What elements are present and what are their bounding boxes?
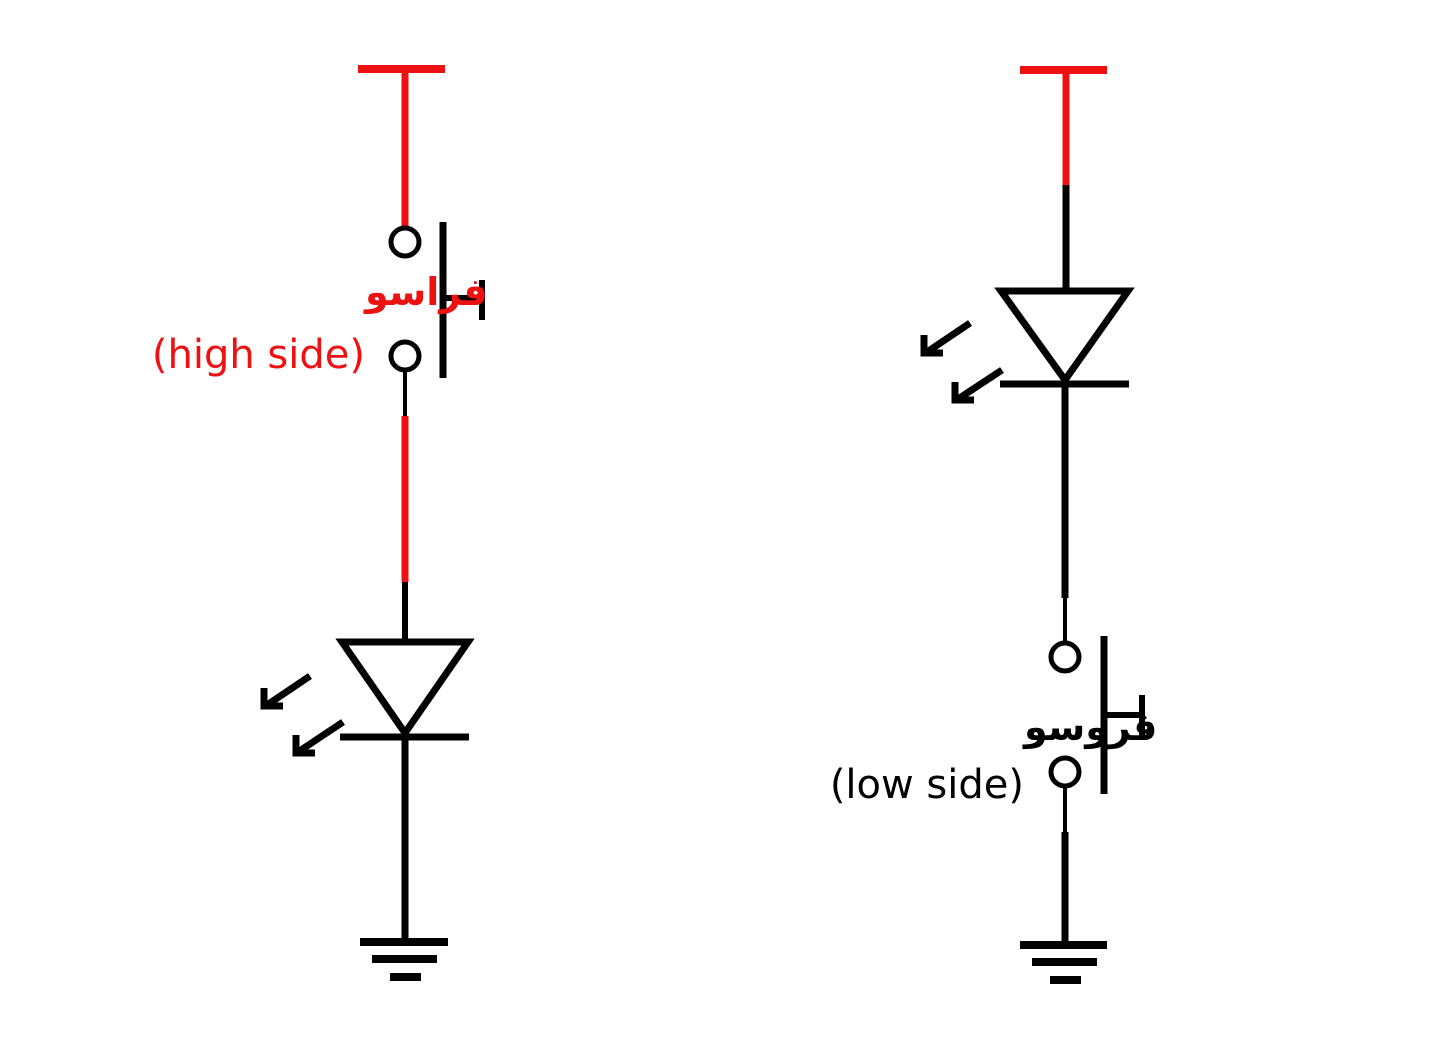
high-side-label-en: (high side) [152, 332, 365, 378]
high-side-label-fa: فراسو [363, 270, 488, 314]
high-side-circuit: فراسو (high side) [152, 65, 488, 981]
ground-icon [1020, 941, 1107, 984]
low-side-circuit: فروسو (low side) [830, 66, 1157, 984]
led-icon [260, 638, 475, 757]
low-side-label-en: (low side) [830, 762, 1024, 808]
ground-icon [360, 938, 448, 981]
supply-rail-icon [1020, 66, 1107, 185]
supply-rail-icon [358, 65, 445, 226]
push-button-switch-icon [1048, 636, 1145, 794]
low-side-label-fa: فروسو [1022, 705, 1157, 750]
led-icon [920, 287, 1135, 404]
